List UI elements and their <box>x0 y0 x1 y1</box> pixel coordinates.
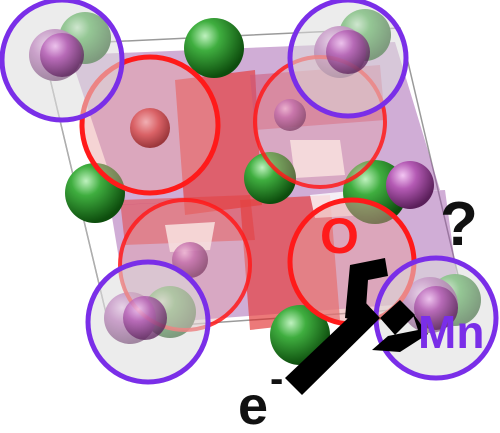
manganese-highlight-rings <box>0 0 499 385</box>
electron-charge-label: - <box>270 357 283 401</box>
electron-label: e <box>238 376 268 433</box>
electron-transfer-arrow <box>285 258 428 395</box>
manganese-label: Mn <box>418 306 484 358</box>
oxygen-label: O <box>320 208 359 264</box>
question-mark-label: ? <box>440 190 478 259</box>
